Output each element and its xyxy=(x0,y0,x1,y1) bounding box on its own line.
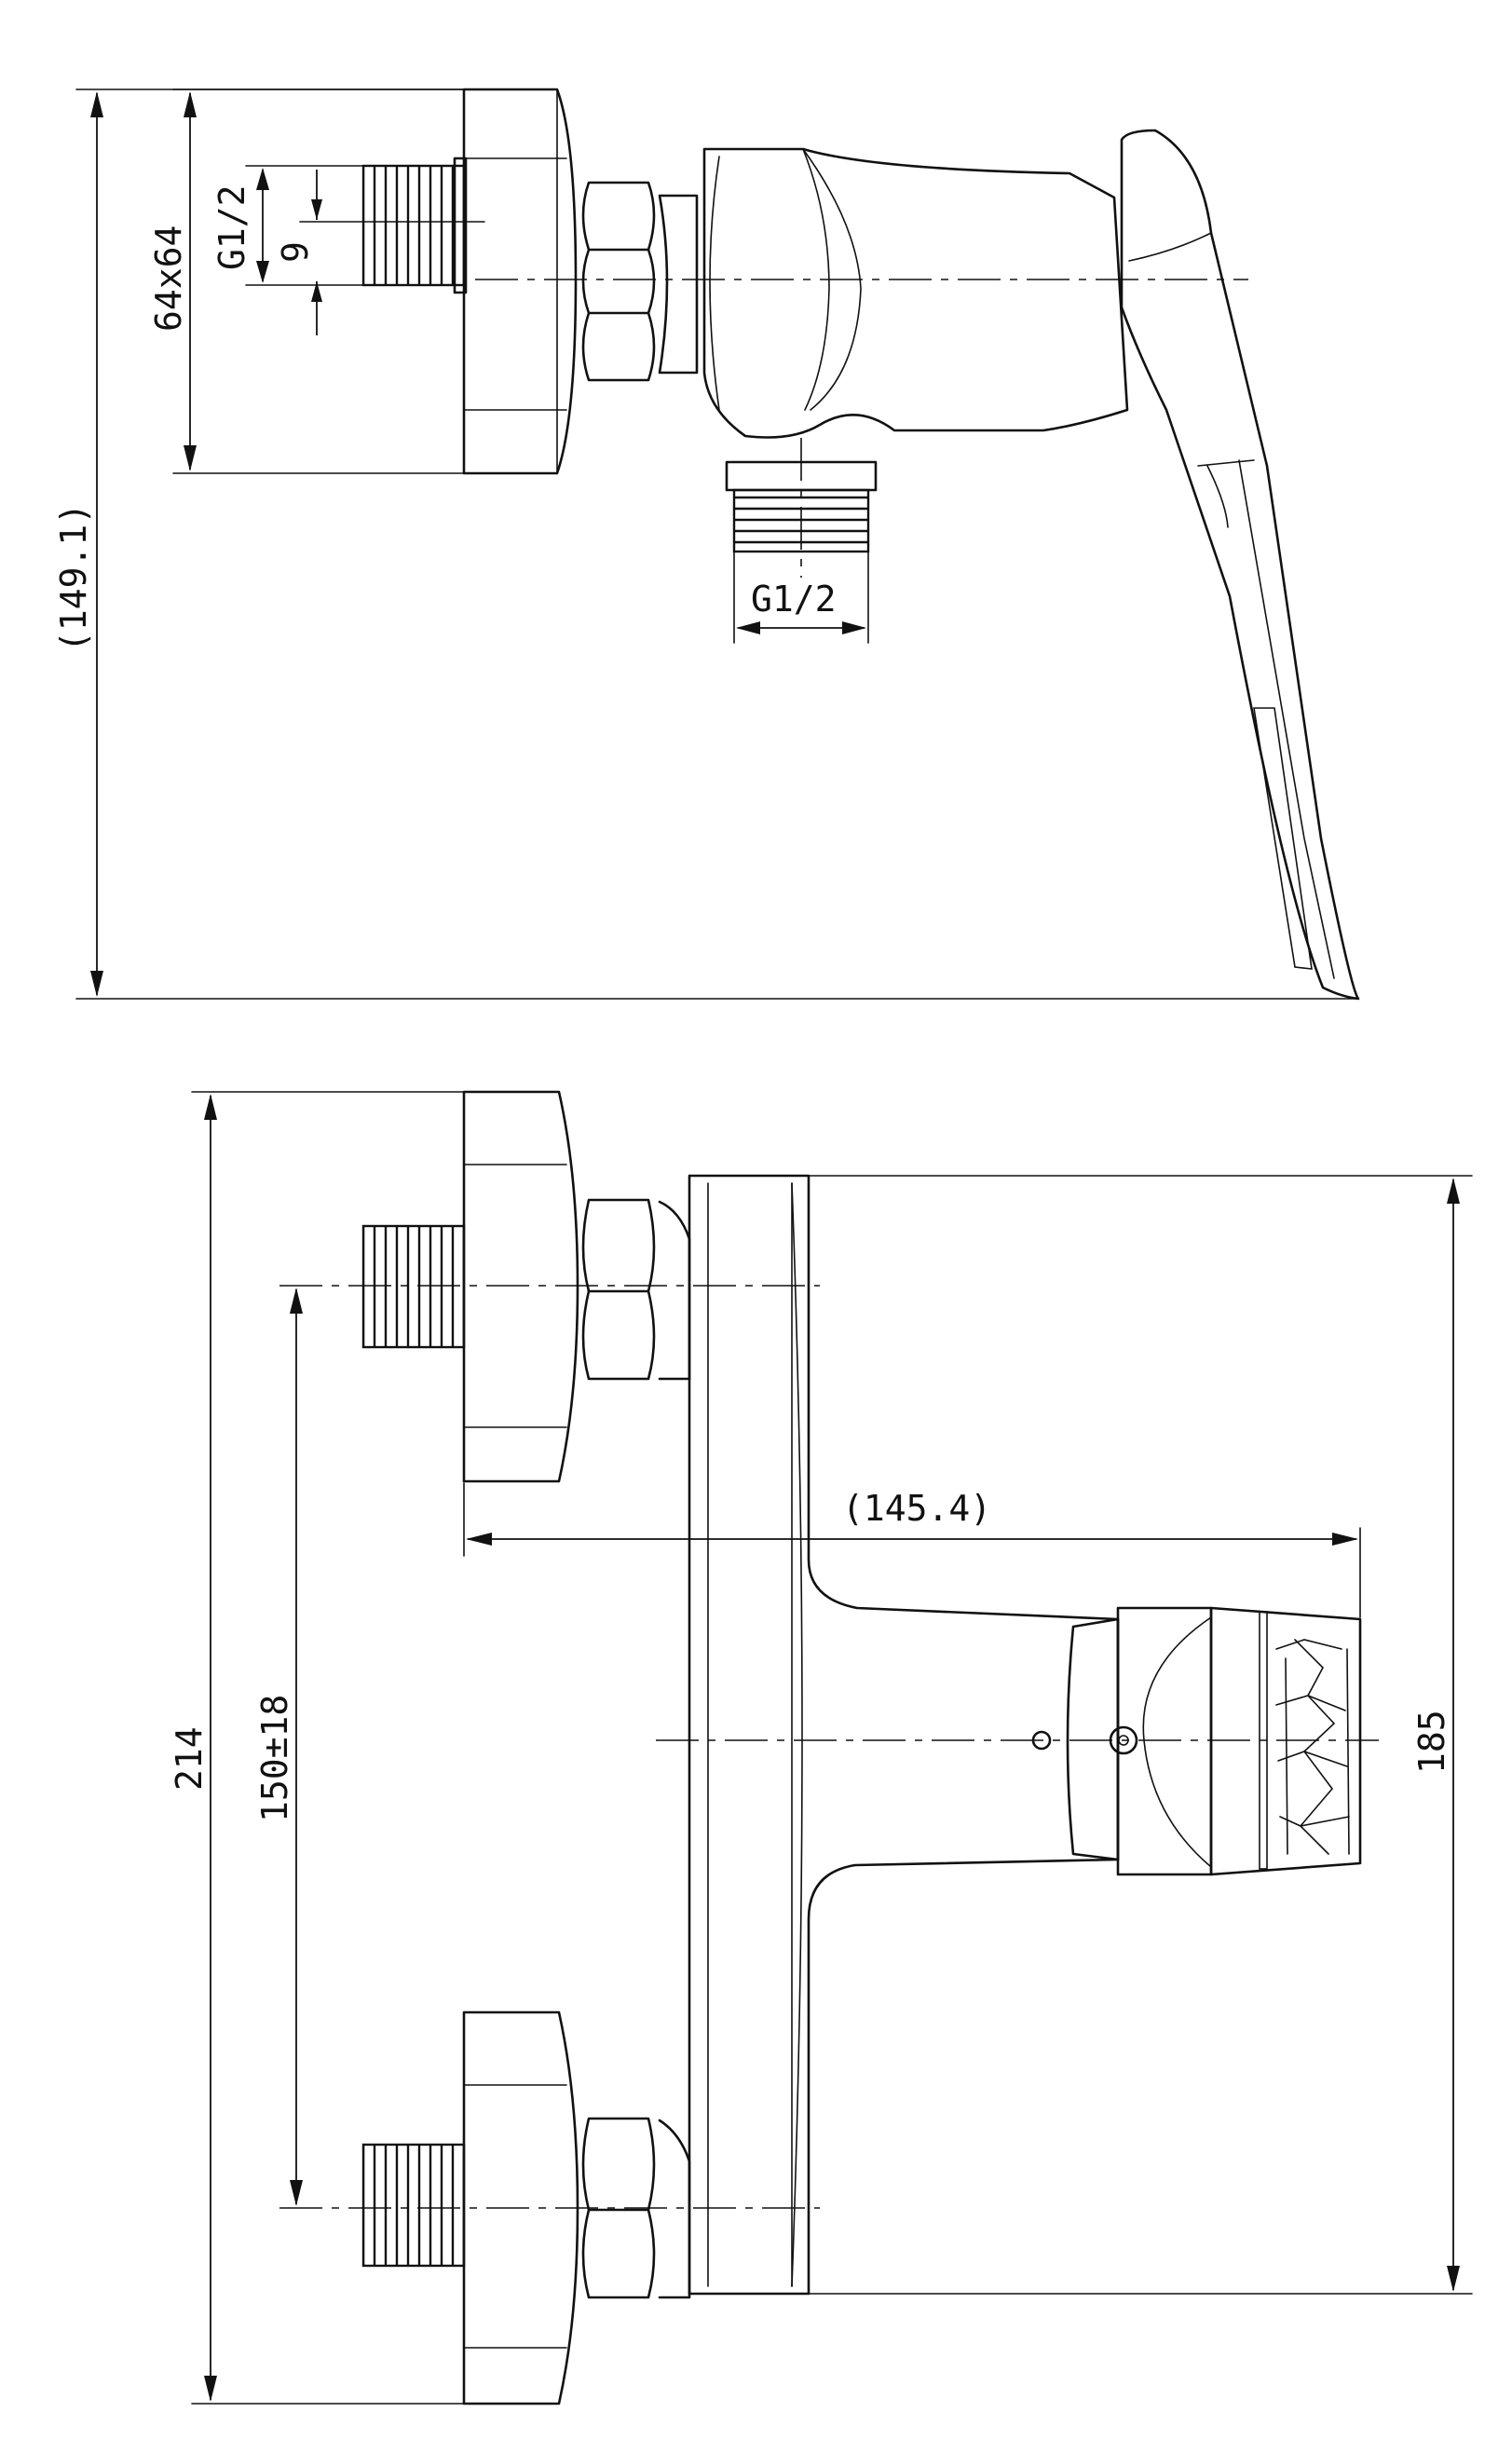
side-view xyxy=(361,88,1360,1001)
dimension-inlet-thread: G1/2 xyxy=(211,184,252,270)
front-handle-cartridge xyxy=(1066,1617,1120,1861)
front-handle-texture xyxy=(1275,1639,1350,1855)
dimension-offset: 9 xyxy=(275,241,316,263)
front-handle-knob xyxy=(1116,1606,1213,1876)
front-mixer-body xyxy=(688,1174,1120,2296)
side-body-neck xyxy=(658,194,699,375)
front-lower-inlet-thread xyxy=(361,2143,466,2268)
side-hex-nut xyxy=(581,181,656,382)
front-lower-hex-nut xyxy=(581,2117,656,2299)
front-view-dimensions: 214 150±18 (145.4) 185 xyxy=(169,1091,1473,2405)
side-inlet-thread xyxy=(361,164,466,287)
side-wall-flange xyxy=(462,88,578,475)
dimension-projection: (145.4) xyxy=(842,1488,991,1529)
front-handle-cap xyxy=(1209,1606,1362,1876)
front-view xyxy=(279,1090,1379,2405)
dimension-overall-depth: (149.1) xyxy=(53,503,94,652)
dimension-outlet-thread: G1/2 xyxy=(751,579,837,620)
dimension-flange-size: 64x64 xyxy=(148,225,189,332)
front-upper-flange xyxy=(462,1090,579,1483)
side-lever-handle xyxy=(1120,129,1360,1001)
front-upper-hex-nut xyxy=(581,1198,656,1381)
dimension-overall-height: 214 xyxy=(169,1726,210,1791)
front-upper-inlet-thread xyxy=(361,1224,466,1349)
dimension-body-height: 185 xyxy=(1411,1710,1452,1774)
dimension-inlet-spacing: 150±18 xyxy=(254,1695,295,1822)
side-view-dimensions: (149.1) 64x64 G1/2 9 G1/2 xyxy=(53,89,1359,1000)
side-mixer-body xyxy=(702,147,1129,439)
